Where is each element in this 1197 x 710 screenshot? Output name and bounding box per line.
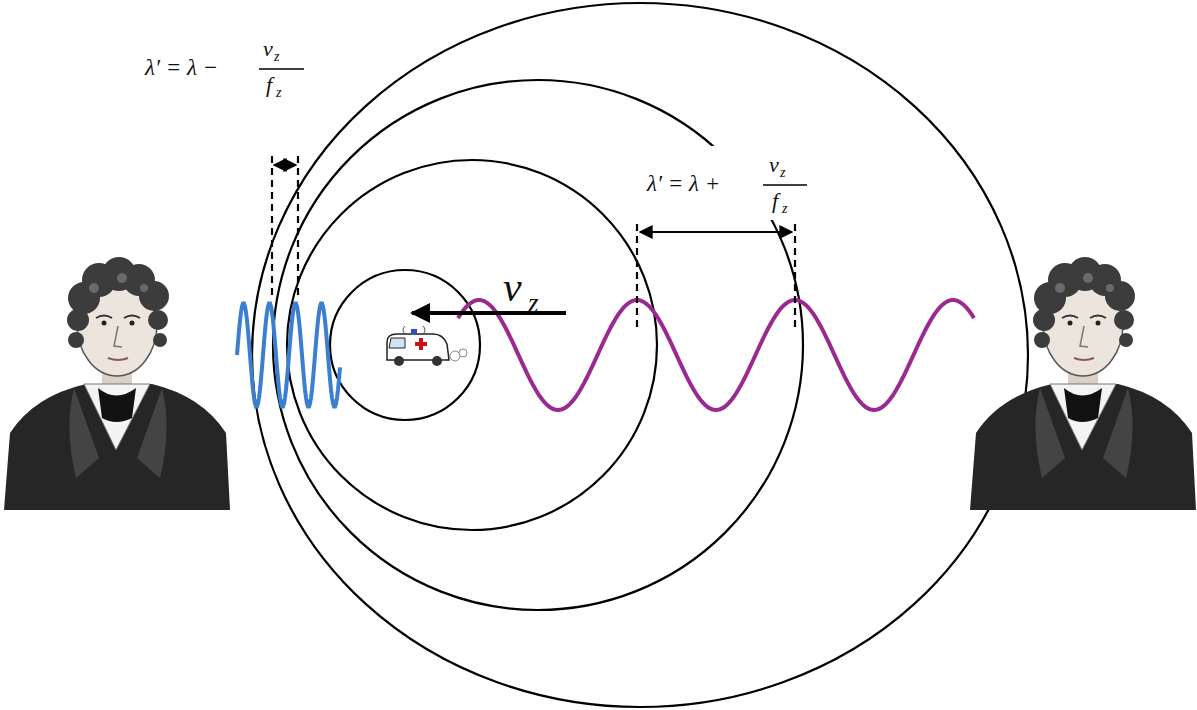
compressed-wave <box>237 303 340 406</box>
subscript: z <box>780 166 785 180</box>
fraction-denominator: f <box>772 190 778 212</box>
subscript: z <box>276 86 281 100</box>
wavelength-arrow <box>274 164 296 166</box>
fraction-bar <box>763 184 807 186</box>
wavelength-arrow <box>640 231 792 233</box>
fraction-denominator: f <box>266 74 272 96</box>
velocity-arrow <box>412 311 566 315</box>
fraction-numerator: v <box>263 38 273 60</box>
fraction-numerator: v <box>769 154 779 176</box>
ambulance-icon <box>387 326 467 366</box>
wavefront-circles <box>252 3 1028 707</box>
wavelength-markers <box>272 156 795 330</box>
formula-lhs: λ′ = λ − <box>145 56 218 79</box>
formula-lhs: λ′ = λ + <box>647 172 720 195</box>
velocity-symbol: v <box>503 266 522 308</box>
subscript: z <box>274 50 279 64</box>
doppler-portrait <box>4 257 230 510</box>
label-patch <box>644 146 814 220</box>
subscript: z <box>782 202 787 216</box>
doppler-portrait <box>970 257 1196 510</box>
fraction-bar <box>259 68 304 70</box>
subscript: z <box>528 290 539 317</box>
